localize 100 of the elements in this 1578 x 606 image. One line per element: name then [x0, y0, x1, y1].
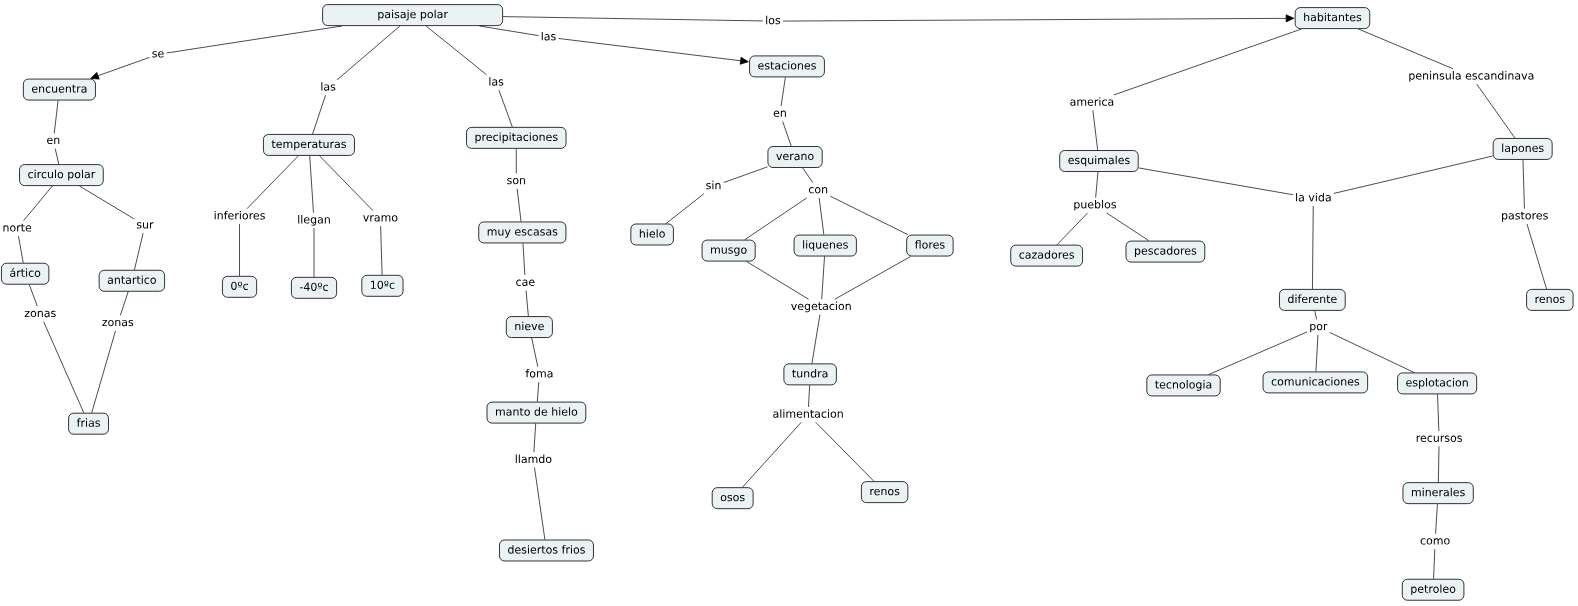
connector-line: [1438, 446, 1440, 483]
connector-line: [119, 291, 129, 316]
linking-phrase: llamdo: [512, 452, 555, 468]
linking-phrase: sin: [703, 178, 724, 194]
concept-box: 10ºc: [361, 274, 404, 297]
connector-line: [425, 25, 487, 76]
concept-box: frias: [68, 412, 109, 435]
concept-box: estaciones: [749, 55, 825, 78]
linking-phrase: se: [149, 46, 167, 62]
connector-line: [502, 16, 764, 22]
connector-line: [1113, 28, 1302, 96]
connector-line: [1476, 83, 1516, 139]
linking-phrase: las: [486, 75, 506, 90]
connector-line: [522, 243, 526, 276]
concept-box: minerales: [1402, 482, 1474, 505]
connector-line: [1437, 393, 1440, 432]
linking-phrase: zonas: [99, 315, 136, 331]
connector-line: [746, 261, 809, 300]
concept-box: -40ºc: [291, 276, 337, 299]
connector-line: [134, 232, 144, 271]
linking-phrase: como: [1418, 533, 1453, 549]
connector-line: [1314, 310, 1317, 320]
connector-line: [1329, 332, 1415, 373]
linking-phrase: en: [44, 133, 63, 149]
arrow: [558, 38, 749, 65]
concept-box: hielo: [630, 223, 674, 246]
concept-box: osos: [711, 487, 754, 510]
concept-box: verano: [767, 146, 823, 168]
connector-line: [533, 423, 537, 453]
connector-line: [811, 314, 821, 364]
connector-line: [1312, 205, 1314, 290]
connector-line: [821, 256, 825, 300]
connector-line: [802, 167, 814, 183]
connector-line: [312, 94, 326, 135]
concept-box: pescadores: [1125, 240, 1206, 263]
concept-box: 0ºc: [222, 275, 258, 298]
arrow: [782, 14, 1295, 23]
linking-phrase: pastores: [1499, 208, 1551, 224]
concept-box: muy escasas: [478, 221, 567, 244]
connector-line: [246, 155, 299, 209]
concept-box: encuentra: [22, 78, 96, 101]
concept-box: renos: [861, 481, 909, 503]
linking-phrase: alimentacion: [770, 407, 846, 423]
linking-phrase: pueblos: [1071, 197, 1119, 213]
concept-box: paisaje polar: [322, 4, 503, 26]
connector-line: [18, 235, 24, 264]
connector-line: [1092, 110, 1098, 151]
linking-phrase: america: [1067, 95, 1117, 111]
connector-line: [818, 197, 825, 235]
concept-box: habitantes: [1294, 7, 1371, 29]
linking-phrase: inferiores: [211, 208, 268, 224]
connector-line: [742, 421, 802, 488]
connector-line: [43, 321, 85, 414]
linking-phrase: norte: [0, 220, 34, 236]
linking-phrase: los: [763, 13, 783, 29]
connector-line: [319, 155, 374, 212]
concept-box: manto de hielo: [486, 401, 587, 424]
linking-phrase: cae: [513, 275, 538, 291]
linking-phrase: vegetacion: [788, 299, 854, 315]
concept-box: circulo polar: [19, 164, 104, 186]
connector-line: [536, 381, 540, 403]
concept-box: renos: [1526, 289, 1574, 311]
connector-line: [166, 25, 343, 54]
connector-line: [79, 185, 135, 220]
connector-line: [380, 225, 383, 276]
linking-phrase: en: [771, 106, 789, 122]
concept-box: antartico: [98, 269, 165, 292]
concept-box: comunicaciones: [1262, 371, 1369, 394]
connector-line: [1208, 331, 1308, 375]
linking-phrase: llegan: [295, 212, 333, 228]
connector-line: [1056, 212, 1088, 246]
linking-phrase: las: [318, 80, 338, 96]
connector-line: [834, 256, 911, 300]
connector-line: [723, 166, 768, 183]
concept-box: ártico: [1, 262, 50, 285]
connector-line: [744, 197, 808, 241]
linking-phrase: por: [1307, 319, 1330, 335]
connector-line: [54, 148, 60, 165]
concept-box: lapones: [1492, 138, 1553, 160]
concept-box: cazadores: [1010, 244, 1083, 267]
connector-line: [815, 421, 875, 482]
concept-box: musgo: [701, 239, 756, 262]
linking-phrase: vramo: [360, 210, 401, 226]
connector-line: [91, 330, 116, 414]
connector-line: [531, 337, 539, 368]
concept-box: tundra: [783, 363, 837, 386]
connector-line: [782, 121, 792, 147]
concept-box: esplotacion: [1397, 372, 1478, 395]
concept-box: liquenes: [793, 234, 857, 257]
connector-line: [829, 195, 909, 235]
connector-line: [313, 227, 315, 278]
connector-line: [28, 284, 38, 307]
connector-line: [534, 467, 546, 540]
connector-line: [665, 193, 705, 224]
connector-line: [23, 185, 53, 222]
connector-line: [498, 89, 513, 128]
concept-box: precipitaciones: [466, 126, 567, 149]
connector-line: [239, 223, 240, 277]
connector-line: [309, 155, 314, 214]
connector-line: [1333, 155, 1494, 194]
